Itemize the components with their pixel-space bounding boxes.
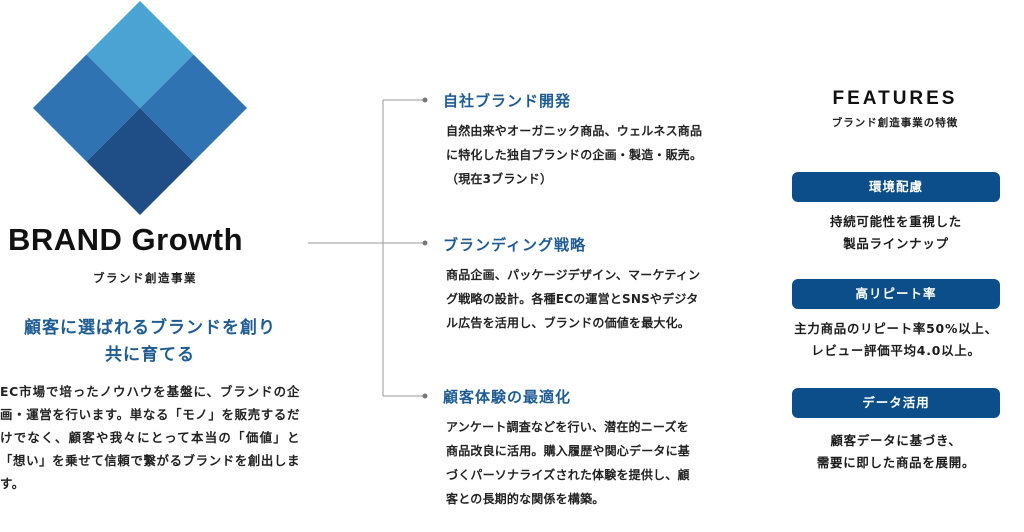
feature-badge: 高リピート率 [792,279,1000,309]
catchcopy-line-2: 共に育てる [105,345,195,365]
feature-desc: 主力商品のリピート率50%以上、 レビュー評価平均4.0以上。 [792,318,1000,362]
service-item: 顧客体験の最適化 アンケート調査などを行い、潜在的ニーズを 商品改良に活用。購入… [443,386,743,511]
service-desc-line: アンケート調査などを行い、潜在的ニーズを [446,420,689,434]
feature-badge: データ活用 [792,388,1000,418]
service-desc: 自然由来やオーガニック商品、ウェルネス商品 に特化した独自ブランドの企画・製造・… [443,119,743,191]
feature-badge: 環境配慮 [792,172,1000,202]
connector-dot-3 [422,393,428,399]
brand-subtitle: ブランド創造事業 [93,271,197,285]
service-desc-line: ル広告を活用し、ブランドの価値を最大化。 [446,316,691,330]
features-subtitle: ブランド創造事業の特徴 [831,117,959,129]
service-desc-line: グ戦略の設計。各種ECの運営とSNSやデジタ [446,292,699,306]
service-desc-line: に特化した独自ブランドの企画・製造・販売。 [446,148,703,162]
feature-item: 高リピート率 主力商品のリピート率50%以上、 レビュー評価平均4.0以上。 [792,279,1000,362]
feature-desc-line: レビュー評価平均4.0以上。 [811,343,981,358]
service-desc-line: 商品企画、パッケージデザイン、マーケティン [446,268,701,282]
feature-desc-line: 顧客データに基づき、 [830,433,962,448]
feature-desc-line: 持続可能性を重視した [830,214,962,229]
service-desc: アンケート調査などを行い、潜在的ニーズを 商品改良に活用。購入履歴や関心データに… [443,415,743,511]
feature-desc-line: 製品ラインナップ [843,236,949,251]
service-item: ブランディング戦略 商品企画、パッケージデザイン、マーケティン グ戦略の設計。各… [443,234,743,335]
connector-dot-2 [422,240,428,246]
feature-desc-line: 需要に即した商品を展開。 [816,455,976,470]
logo-tile-bottom [86,108,194,215]
service-desc-line: 客との長期的な関係を構築。 [446,492,605,506]
lead-text: EC市場で培ったノウハウを基盤に、ブランドの企画・運営を行います。単なる「モノ」… [0,384,300,491]
brand-title: BRAND Growth [8,222,244,257]
features-header: FEATURES ブランド創造事業の特徴 [790,88,1000,130]
connector-dot-1 [422,97,428,103]
feature-item: 環境配慮 持続可能性を重視した 製品ラインナップ [792,172,1000,255]
service-desc-line: 商品改良に活用。購入履歴や関心データに基 [446,444,691,458]
service-title: ブランディング戦略 [443,236,586,254]
service-title: 顧客体験の最適化 [443,388,572,406]
catchcopy: 顧客に選ばれるブランドを創り 共に育てる [0,315,300,369]
feature-desc: 顧客データに基づき、 需要に即した商品を展開。 [792,430,1000,474]
features-title: FEATURES [832,88,958,109]
feature-item: データ活用 顧客データに基づき、 需要に即した商品を展開。 [792,388,1000,474]
catchcopy-line-1: 顧客に選ばれるブランドを創り [24,318,276,338]
service-desc-line: 自然由来やオーガニック商品、ウェルネス商品 [446,124,703,138]
service-title: 自社ブランド開発 [443,92,572,110]
brand-logo-icon [33,1,247,215]
feature-desc-line: 主力商品のリピート率50%以上、 [794,321,998,336]
service-desc-line: （現在3ブランド） [446,172,553,186]
service-item: 自社ブランド開発 自然由来やオーガニック商品、ウェルネス商品 に特化した独自ブラ… [443,90,743,191]
feature-desc: 持続可能性を重視した 製品ラインナップ [792,211,1000,255]
service-desc-line: づくパーソナライズされた体験を提供し、顧 [446,468,690,482]
service-desc: 商品企画、パッケージデザイン、マーケティン グ戦略の設計。各種ECの運営とSNS… [443,263,743,335]
